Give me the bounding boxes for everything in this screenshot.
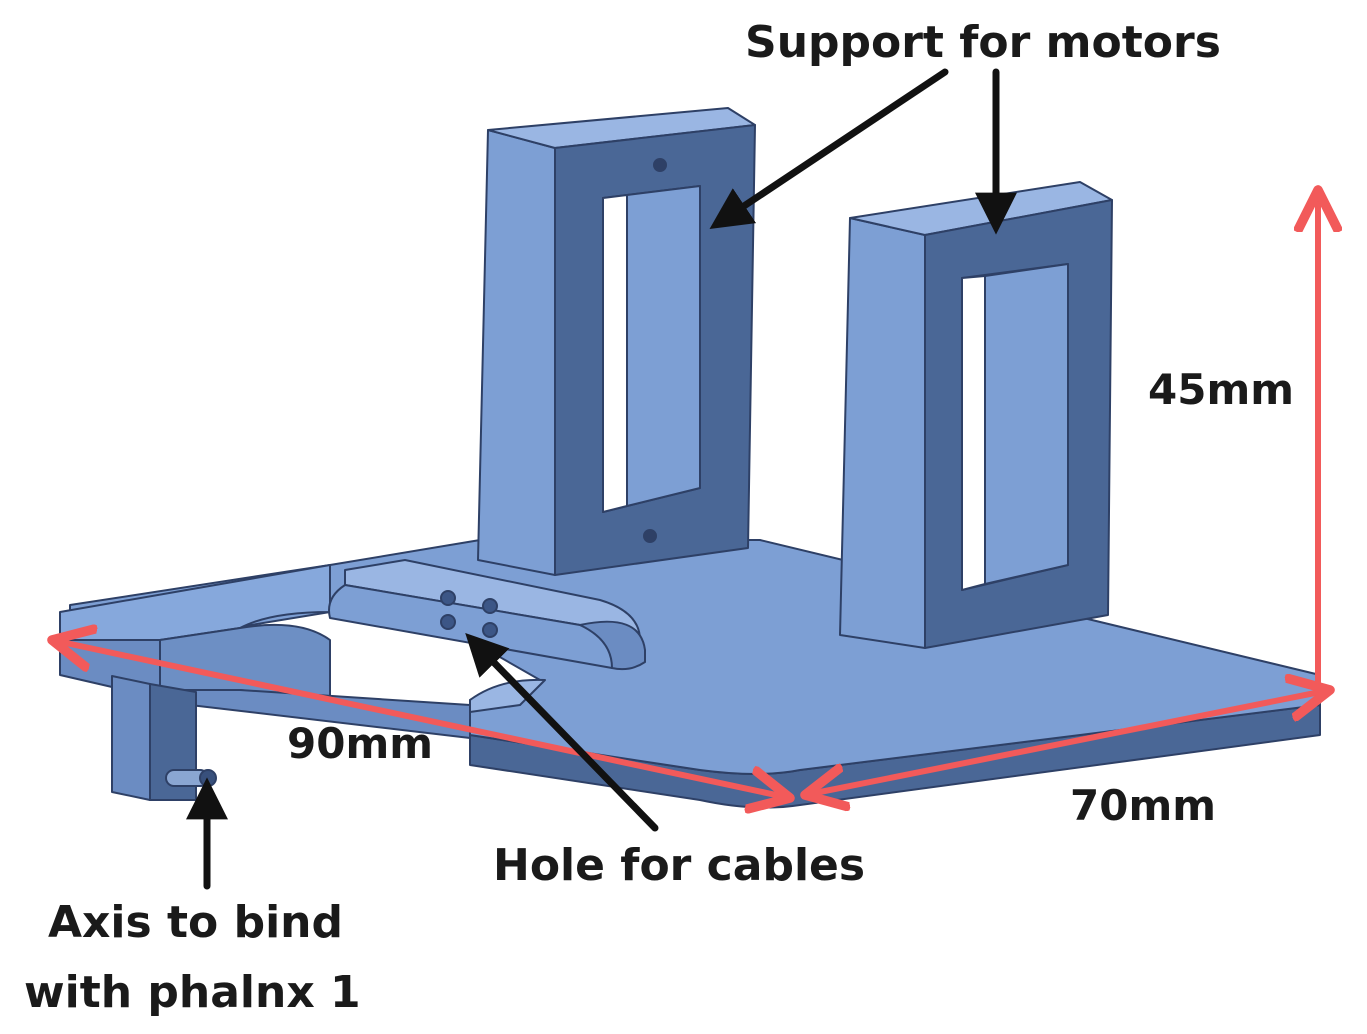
label-width-dimension: 70mm — [1070, 781, 1216, 830]
axis-pin-end — [199, 769, 217, 787]
left-support-screw-bottom — [643, 529, 657, 543]
label-hole-for-cables: Hole for cables — [493, 840, 865, 891]
left-arm-cutout — [159, 623, 331, 701]
label-axis-line2: with phalnx 1 — [24, 967, 361, 1018]
label-height-dimension: 45mm — [1148, 365, 1294, 414]
cable-hole-2 — [482, 598, 498, 614]
left-support-window-wall — [602, 194, 628, 513]
label-length-dimension: 90mm — [287, 719, 433, 768]
left-support-side — [477, 129, 556, 576]
motor-support-left — [477, 107, 756, 576]
motor-support-right — [839, 181, 1113, 649]
callout-arrows — [186, 68, 1017, 890]
right-support-window-wall — [961, 275, 986, 591]
cable-hole-1 — [440, 590, 456, 606]
label-axis-line1: Axis to bind — [48, 897, 343, 948]
axis-block-front — [111, 675, 151, 801]
cable-hole-3 — [440, 614, 456, 630]
base-plate — [59, 539, 1321, 809]
callout-arrow-left-support — [709, 68, 949, 229]
right-support-side — [839, 217, 926, 649]
length-dimension-line — [52, 640, 790, 798]
callout-arrow-cable-hole — [465, 632, 659, 832]
left-support-screw-top — [653, 158, 667, 172]
cable-hole-4 — [482, 622, 498, 638]
label-support-for-motors: Support for motors — [745, 17, 1221, 68]
width-dimension-line — [805, 690, 1330, 795]
left-support-window-inner — [626, 185, 701, 507]
right-support-window-inner — [984, 263, 1069, 585]
dimension-lines — [52, 190, 1330, 798]
